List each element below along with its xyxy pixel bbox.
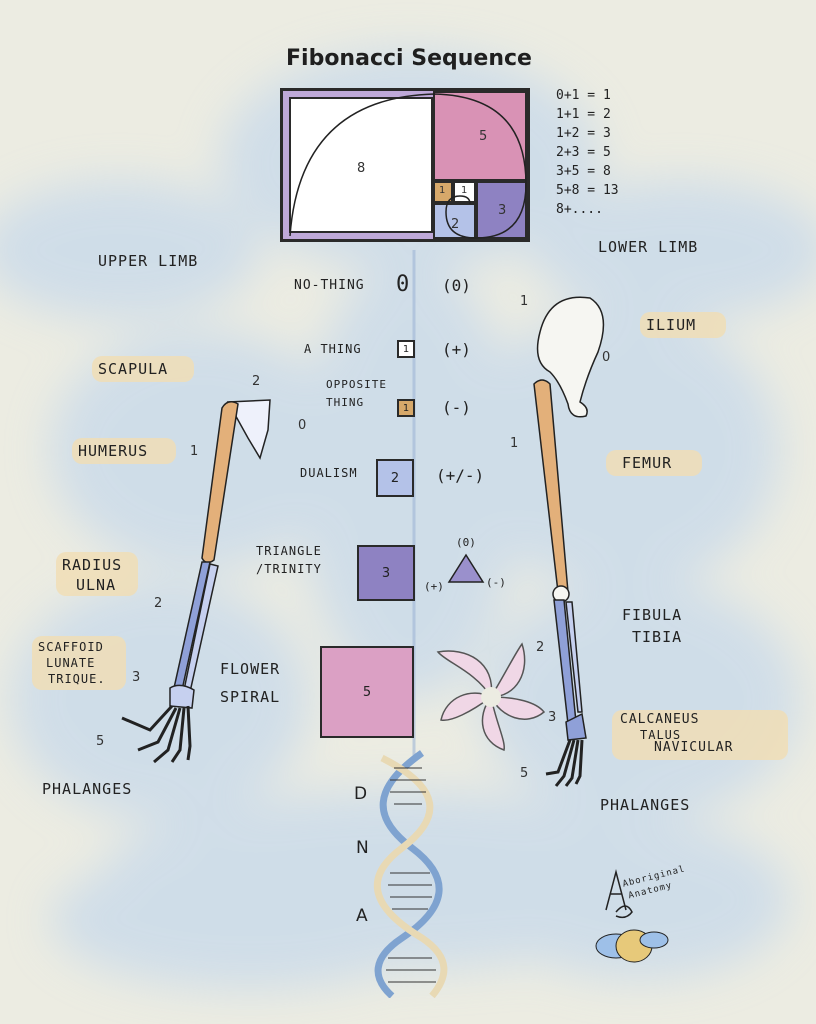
square-3: 3 xyxy=(476,181,527,239)
no-thing-symbol: (0) xyxy=(442,276,471,295)
dualism-symbol: (+/-) xyxy=(436,466,485,485)
signature-logo xyxy=(595,869,669,963)
trinity-label-2: /TRINITY xyxy=(256,562,322,576)
triangle-left-label: (+) xyxy=(424,580,444,593)
equation-7: 8+.... xyxy=(556,202,603,217)
hand-phalanges-label: PHALANGES xyxy=(42,780,133,798)
talus-label: TALUS xyxy=(640,728,682,742)
a-thing-box: 1 xyxy=(397,340,415,358)
dna-letter-d: D xyxy=(354,784,368,804)
a-thing-label: A THING xyxy=(304,342,362,356)
opposite-thing-box: 1 xyxy=(397,399,415,417)
triangle-top-label: (0) xyxy=(456,536,476,549)
upper-num-joint: 0 xyxy=(298,418,307,433)
triangle-icon xyxy=(447,553,485,583)
flower-label: FLOWER xyxy=(220,660,281,678)
golden-spiral xyxy=(289,93,527,239)
triquetrum-label: TRIQUE. xyxy=(48,672,106,686)
calcaneus-label: CALCANEUS xyxy=(620,712,700,727)
dna-helix xyxy=(373,750,448,998)
opposite-label-2: THING xyxy=(326,396,365,409)
dna-letter-n: N xyxy=(356,838,369,858)
a-thing-symbol: (+) xyxy=(442,340,471,359)
femur-label: FEMUR xyxy=(622,454,673,472)
lower-num-femur: 1 xyxy=(510,436,519,451)
square-8: 8 xyxy=(289,97,433,233)
flower-spiral-icon xyxy=(436,642,546,751)
carpals-highlight xyxy=(32,636,126,690)
upper-limb-heading: UPPER LIMB xyxy=(98,252,199,270)
lunate-label: LUNATE xyxy=(46,656,96,670)
square-5-label: 5 xyxy=(479,129,488,144)
ilium-label: ILIUM xyxy=(646,316,697,334)
square-3-label: 3 xyxy=(498,203,507,218)
no-thing-label: NO-THING xyxy=(294,278,365,293)
lower-num-ilium: 1 xyxy=(520,294,529,309)
tibia-label: TIBIA xyxy=(632,628,683,646)
equation-3: 1+2 = 3 xyxy=(556,126,611,141)
scapula-label: SCAPULA xyxy=(98,360,169,378)
spiral-box: 5 xyxy=(320,646,414,738)
forearm-highlight xyxy=(56,552,138,596)
femur-highlight xyxy=(606,450,702,476)
humerus-highlight xyxy=(72,438,176,464)
dualism-box: 2 xyxy=(376,459,414,497)
upper-num-forearm: 2 xyxy=(154,596,163,611)
square-1a: 1 xyxy=(433,181,453,203)
triangle-right-label: (-) xyxy=(486,576,506,589)
square-2-label: 2 xyxy=(451,217,460,232)
equation-4: 2+3 = 5 xyxy=(556,145,611,160)
lower-num-ankle: 3 xyxy=(548,710,557,725)
fibula-label: FIBULA xyxy=(622,606,683,624)
square-1b: 1 xyxy=(453,181,476,203)
lower-limb-heading: LOWER LIMB xyxy=(598,238,699,256)
trinity-box: 3 xyxy=(357,545,415,601)
ilium-highlight xyxy=(640,312,726,338)
foot-phalanges-label: PHALANGES xyxy=(600,796,691,814)
scapula-highlight xyxy=(92,356,194,382)
upper-num-humerus: 1 xyxy=(190,444,199,459)
square-1a-label: 1 xyxy=(439,185,446,196)
dualism-label: DUALISM xyxy=(300,466,358,480)
lower-num-foot: 5 xyxy=(520,766,529,781)
square-5: 5 xyxy=(433,91,527,181)
navicular-label: NAVICULAR xyxy=(654,740,734,755)
spiral-label: SPIRAL xyxy=(220,688,281,706)
upper-num-scapula: 2 xyxy=(252,374,261,389)
lower-num-joint: 0 xyxy=(602,350,611,365)
square-1b-label: 1 xyxy=(461,185,468,196)
lower-num-leg: 2 xyxy=(536,640,545,655)
tarsals-highlight xyxy=(612,710,788,760)
equation-2: 1+1 = 2 xyxy=(556,107,611,122)
radius-label: RADIUS xyxy=(62,556,123,574)
equation-5: 3+5 = 8 xyxy=(556,164,611,179)
golden-rectangle: 8 5 3 2 1 1 xyxy=(280,88,530,242)
square-2: 2 xyxy=(433,203,476,239)
ulna-label: ULNA xyxy=(76,576,117,594)
opposite-label-1: OPPOSITE xyxy=(326,378,387,391)
scaphoid-label: SCAFFOID xyxy=(38,640,104,654)
diagram-title: Fibonacci Sequence xyxy=(286,46,532,71)
dna-letter-a: A xyxy=(356,906,368,926)
arm-skeleton xyxy=(121,399,271,764)
leg-skeleton xyxy=(533,296,605,787)
square-8-label: 8 xyxy=(357,161,366,176)
upper-num-hand: 5 xyxy=(96,734,105,749)
opposite-thing-symbol: (-) xyxy=(442,398,471,417)
humerus-label: HUMERUS xyxy=(78,442,149,460)
equation-1: 0+1 = 1 xyxy=(556,88,611,103)
upper-num-wrist: 3 xyxy=(132,670,141,685)
no-thing-glyph: 0 xyxy=(396,272,410,297)
trinity-label-1: TRIANGLE xyxy=(256,544,322,558)
equation-6: 5+8 = 13 xyxy=(556,183,619,198)
